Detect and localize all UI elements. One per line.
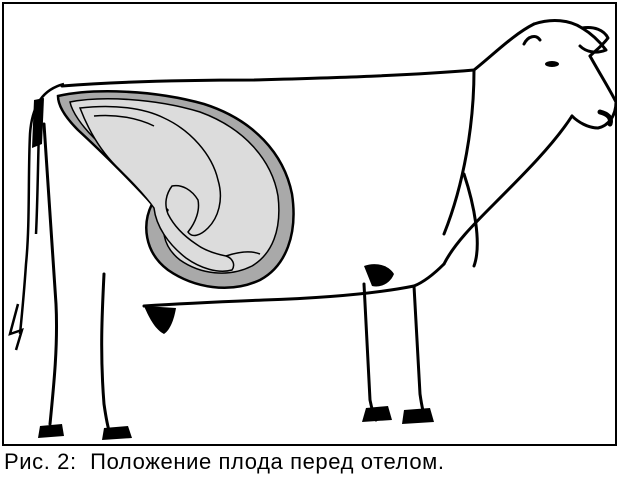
figure-frame (2, 2, 617, 446)
figure-caption: Рис. 2: Положение плода перед отелом. (4, 449, 445, 475)
cow-illustration (4, 4, 615, 444)
cow-hooves (38, 406, 434, 440)
cow-body-outline (44, 21, 615, 434)
cow-udder (144, 306, 176, 334)
